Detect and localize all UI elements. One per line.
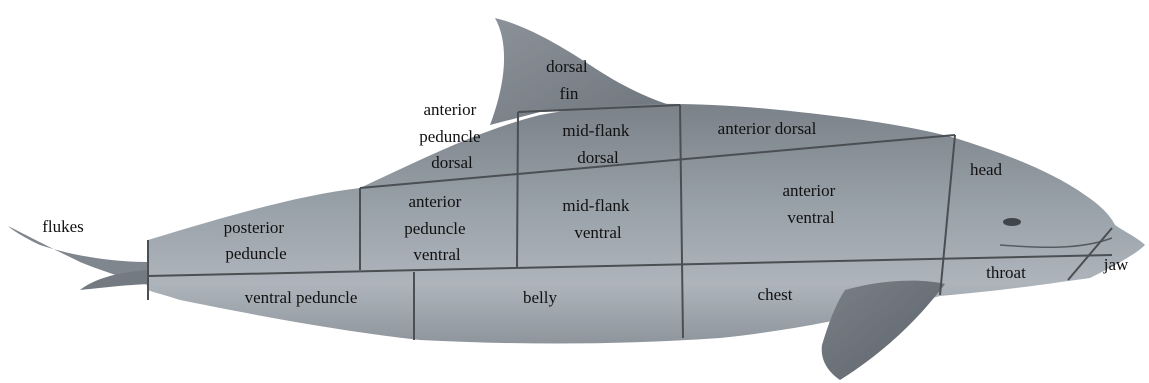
boundary-mid-flank-left: [517, 112, 518, 267]
label-head: head: [970, 160, 1003, 179]
label-flukes: flukes: [42, 217, 84, 236]
dolphin-body-shape: [148, 104, 1145, 344]
label-anterior-dorsal: anterior dorsal: [718, 119, 817, 138]
label-ventral-peduncle: ventral peduncle: [245, 288, 358, 307]
label-throat: throat: [986, 263, 1026, 282]
label-jaw: jaw: [1103, 255, 1129, 274]
eye-mark: [1003, 218, 1021, 226]
label-anterior-peduncle-ventral: anterior peduncle ventral: [404, 192, 470, 264]
label-chest: chest: [758, 285, 793, 304]
label-belly: belly: [523, 288, 557, 307]
